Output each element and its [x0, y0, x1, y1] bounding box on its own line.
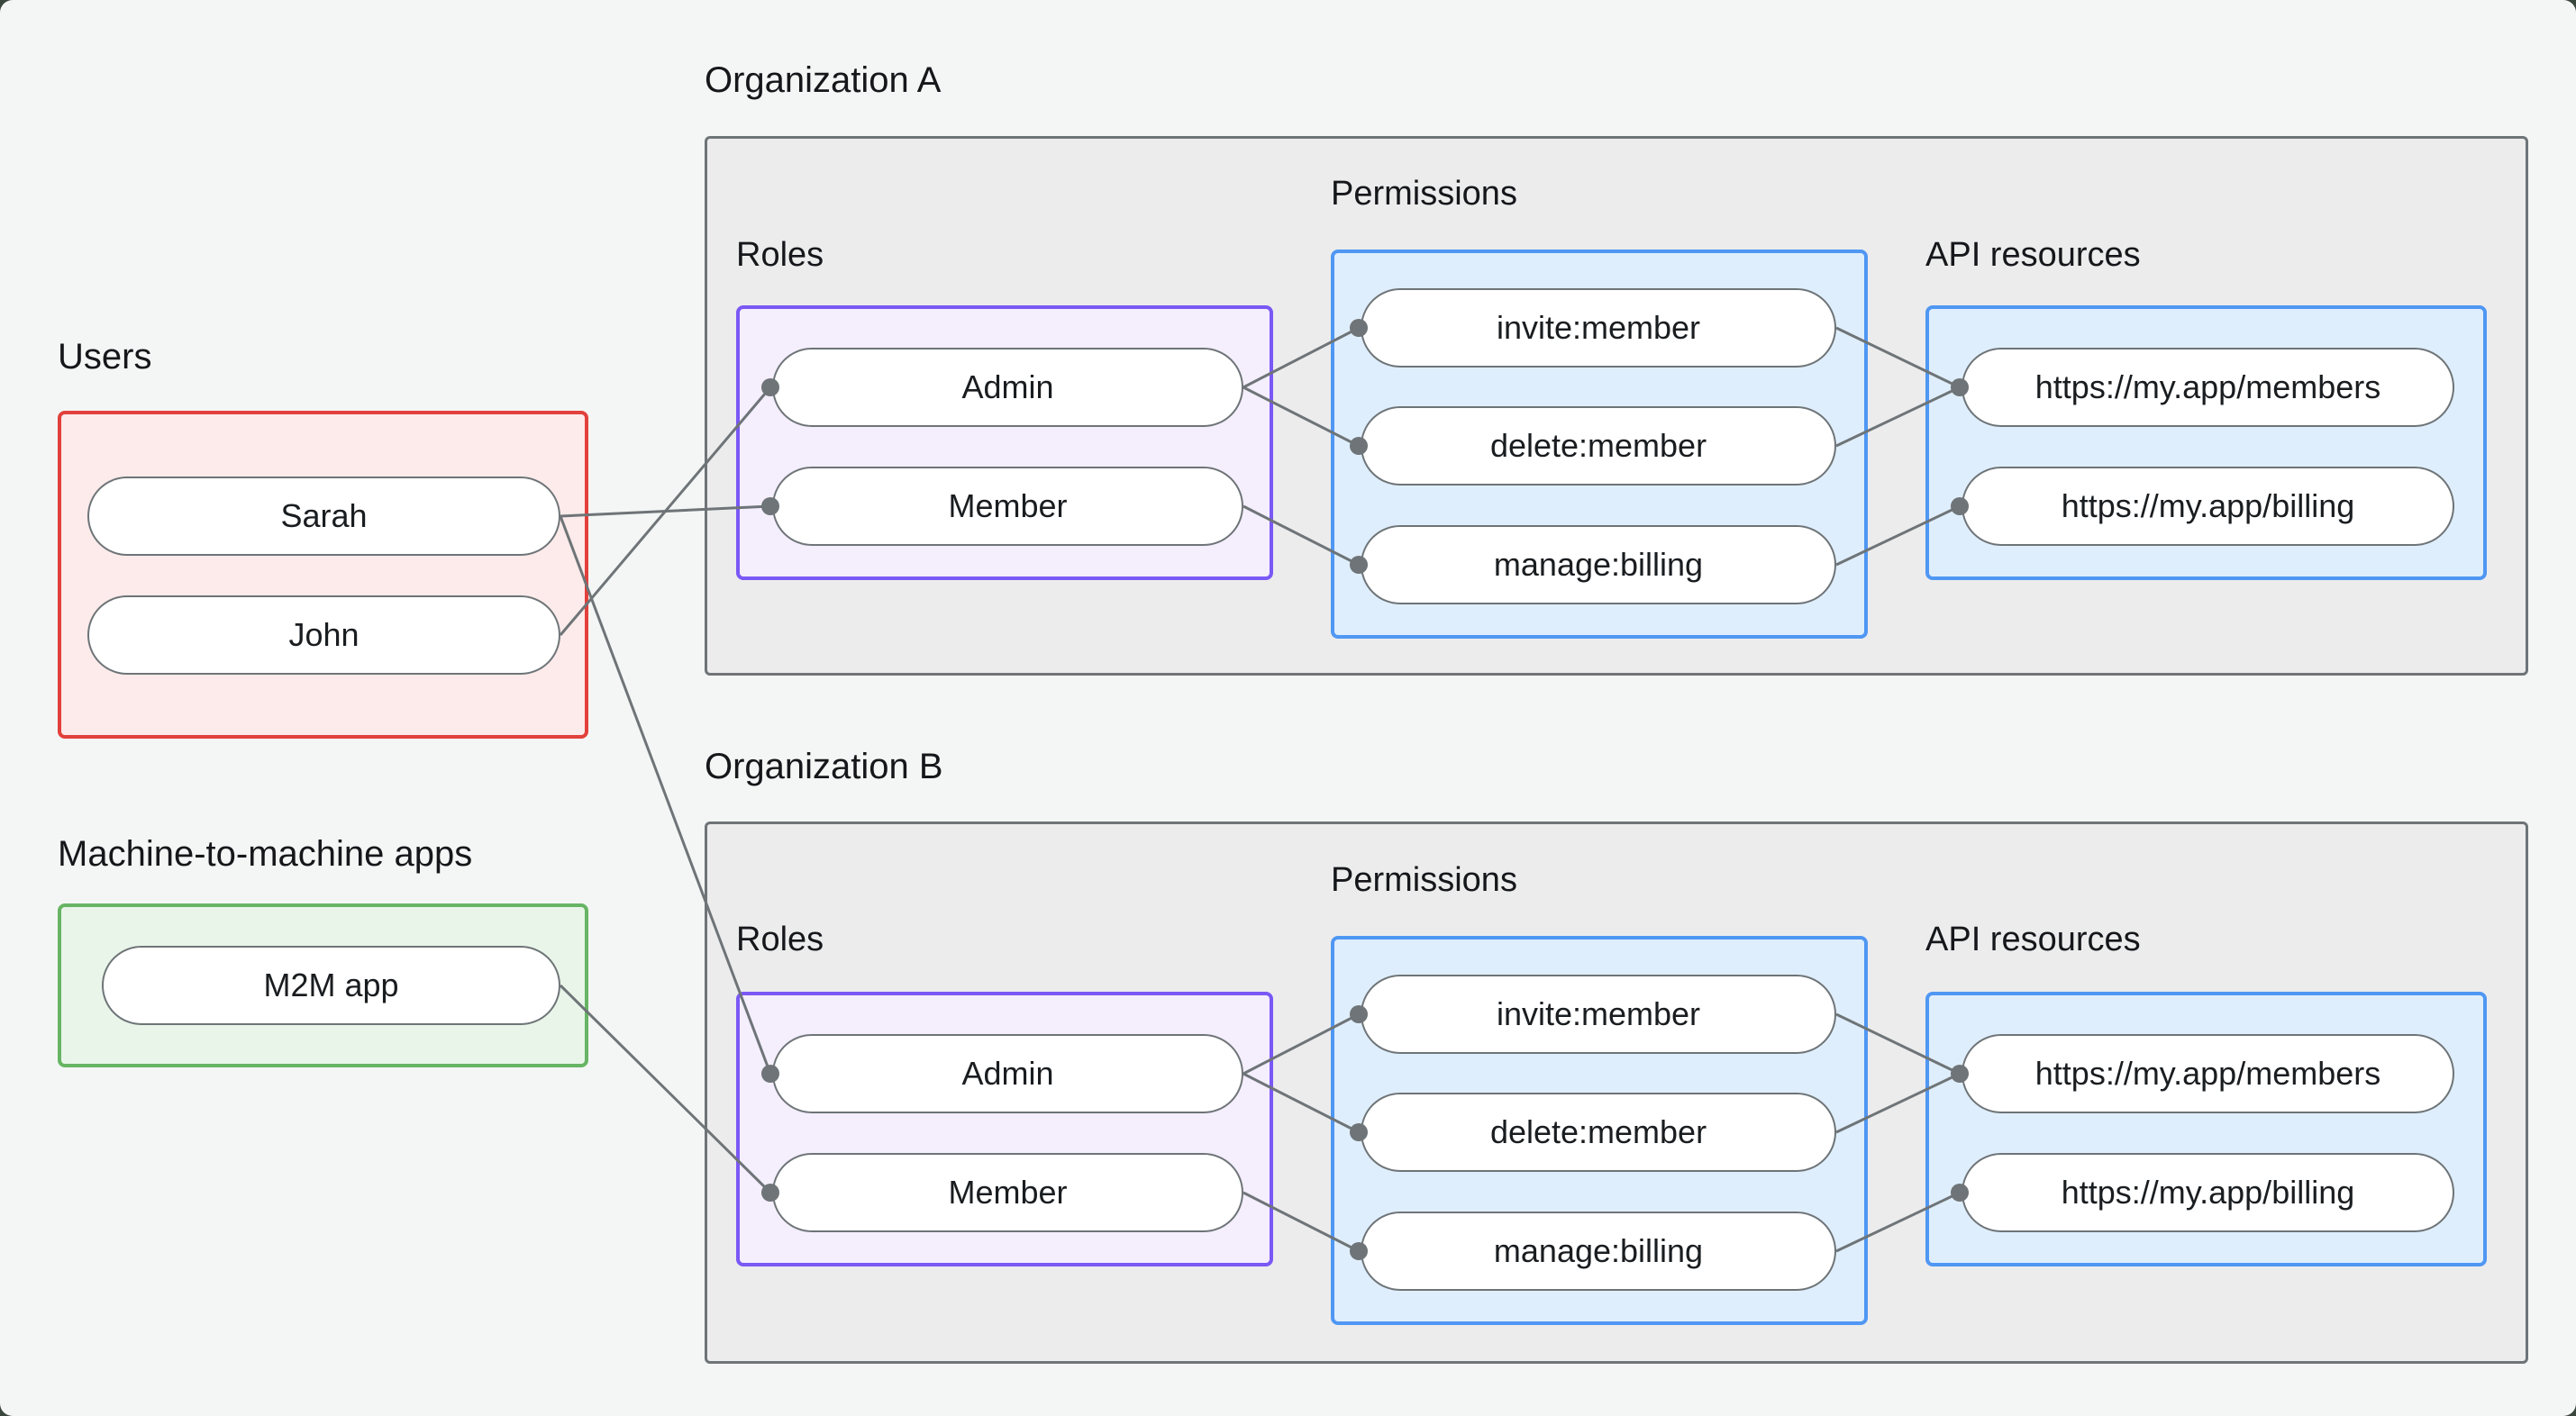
org-a-permission-manage: manage:billing — [1361, 525, 1836, 604]
org-b-permission-manage: manage:billing — [1361, 1212, 1836, 1291]
org-a-api-members: https://my.app/members — [1962, 348, 2454, 427]
org-a-api-label: API resources — [1925, 236, 2141, 274]
org-b-title: Organization B — [705, 747, 943, 786]
user-node-john: John — [87, 595, 560, 675]
org-a-permission-delete: delete:member — [1361, 406, 1836, 486]
org-a-permission-invite: invite:member — [1361, 288, 1836, 368]
user-node-sarah: Sarah — [87, 477, 560, 556]
org-b-permission-invite: invite:member — [1361, 975, 1836, 1054]
org-a-api-billing: https://my.app/billing — [1962, 467, 2454, 546]
org-b-api-label: API resources — [1925, 921, 2141, 958]
org-b-role-admin: Admin — [772, 1034, 1243, 1113]
users-group-box — [58, 411, 588, 739]
org-b-api-members: https://my.app/members — [1962, 1034, 2454, 1113]
org-a-role-member: Member — [772, 467, 1243, 546]
org-b-role-member: Member — [772, 1153, 1243, 1232]
org-a-role-admin: Admin — [772, 348, 1243, 427]
org-a-roles-label: Roles — [736, 236, 824, 274]
org-b-permission-delete: delete:member — [1361, 1093, 1836, 1172]
m2m-group-label: Machine-to-machine apps — [58, 834, 473, 874]
org-b-roles-label: Roles — [736, 921, 824, 958]
users-group-label: Users — [58, 337, 152, 377]
m2m-node-app: M2M app — [102, 946, 560, 1025]
org-a-permissions-label: Permissions — [1331, 175, 1517, 213]
org-b-api-billing: https://my.app/billing — [1962, 1153, 2454, 1232]
org-a-title: Organization A — [705, 60, 942, 100]
org-b-permissions-label: Permissions — [1331, 861, 1517, 899]
